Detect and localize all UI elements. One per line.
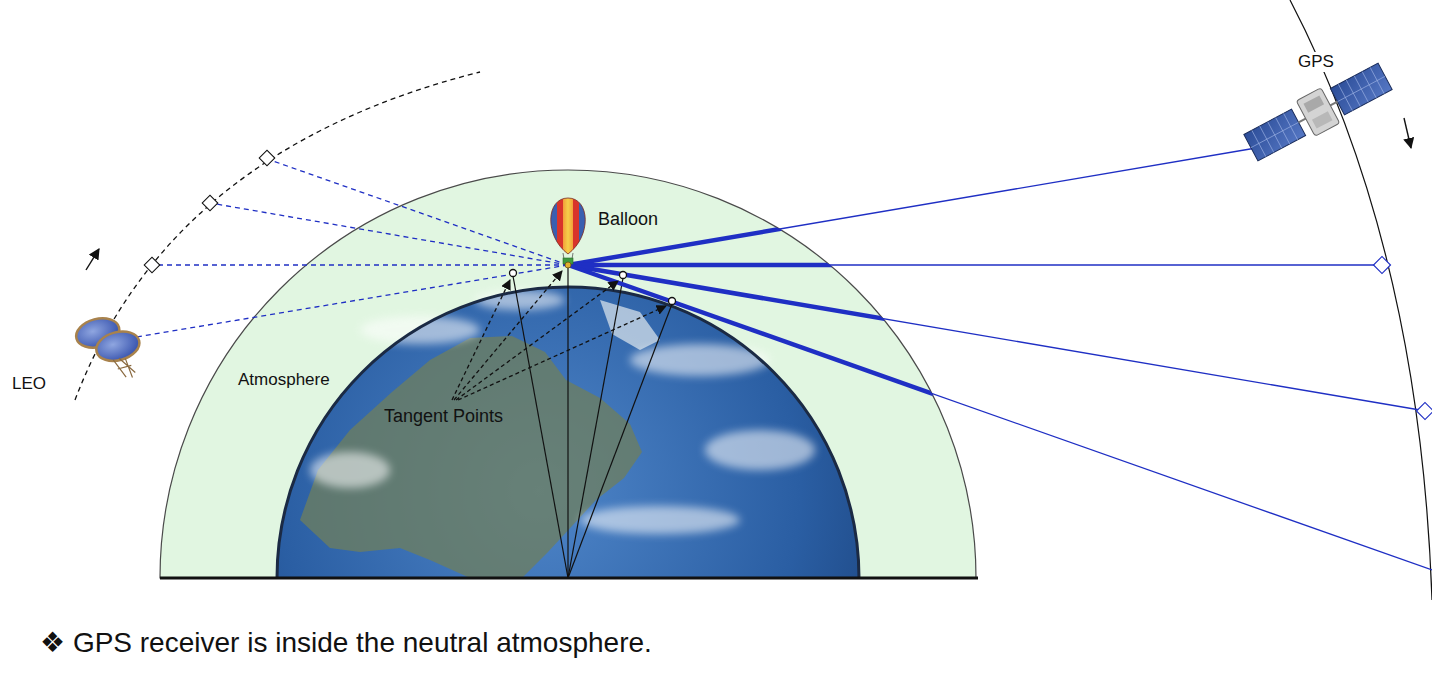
ice-cap	[600, 300, 660, 350]
ray-thick	[568, 265, 1432, 570]
ray	[568, 265, 1420, 410]
gps-receiver	[565, 262, 571, 268]
solar-panel	[1244, 109, 1306, 161]
gps-satellite	[1242, 59, 1395, 166]
cloud	[705, 430, 815, 470]
satellite-body	[1296, 88, 1340, 136]
balloon-icon	[551, 198, 586, 264]
orbit-direction-arrow	[1404, 118, 1411, 148]
position-marker	[1374, 257, 1391, 274]
panel-arm	[1299, 119, 1306, 123]
panel-arm	[1330, 102, 1337, 106]
satellite-detail	[1312, 111, 1333, 128]
bullet-note: ❖ GPS receiver is inside the neutral atm…	[40, 626, 652, 660]
tangent-leaders	[452, 271, 666, 400]
ray	[568, 264, 1376, 265]
leo-satellite	[73, 310, 148, 389]
gps-positions	[1374, 257, 1432, 420]
ray-thick	[568, 263, 1376, 268]
satellite-label: GPS	[1295, 52, 1337, 72]
ray	[568, 148, 1256, 265]
gps-orbit	[1290, 0, 1432, 600]
leo-positions	[144, 150, 275, 273]
cloud	[360, 316, 480, 344]
cloud	[580, 506, 740, 534]
position-marker	[144, 257, 160, 273]
ray	[158, 264, 568, 265]
tangent-point	[510, 270, 517, 277]
radius-line	[567, 266, 568, 578]
leader-arrow	[454, 271, 562, 400]
gps-rays	[568, 148, 1432, 570]
ray	[568, 265, 1432, 570]
ray	[216, 204, 568, 265]
ray	[273, 161, 568, 265]
radius-line	[568, 304, 672, 578]
leo-orbit	[75, 72, 480, 400]
leader-arrow	[456, 281, 618, 400]
orbit-direction-arrow	[86, 249, 99, 270]
tangent-point	[669, 298, 676, 305]
tangent-point	[620, 272, 627, 279]
ray-atmosphere-segments	[568, 148, 1432, 570]
balloon-envelope	[551, 198, 586, 254]
ray-thick	[568, 265, 1420, 410]
ray	[130, 265, 568, 338]
region-label: Atmosphere	[238, 370, 330, 390]
position-marker	[202, 195, 218, 211]
annotation-label: Tangent Points	[384, 406, 503, 428]
panel-grid	[1330, 63, 1392, 115]
boom	[113, 355, 136, 381]
ray-thick	[568, 148, 1256, 265]
satellite-detail	[1303, 95, 1324, 112]
position-marker	[1417, 403, 1432, 420]
balloon-label: Balloon	[598, 209, 658, 231]
antenna-dish	[93, 327, 143, 365]
radius-line	[568, 278, 623, 578]
position-marker	[259, 150, 275, 166]
solar-panel	[1330, 63, 1392, 115]
leader-arrow	[458, 306, 666, 400]
leo-rays	[130, 161, 568, 338]
satellite-label: LEO	[12, 374, 46, 394]
radius-lines	[513, 266, 672, 578]
cloud	[310, 452, 390, 488]
radius-line	[513, 276, 568, 578]
panel-grid	[1244, 109, 1306, 161]
cloud	[475, 290, 565, 310]
